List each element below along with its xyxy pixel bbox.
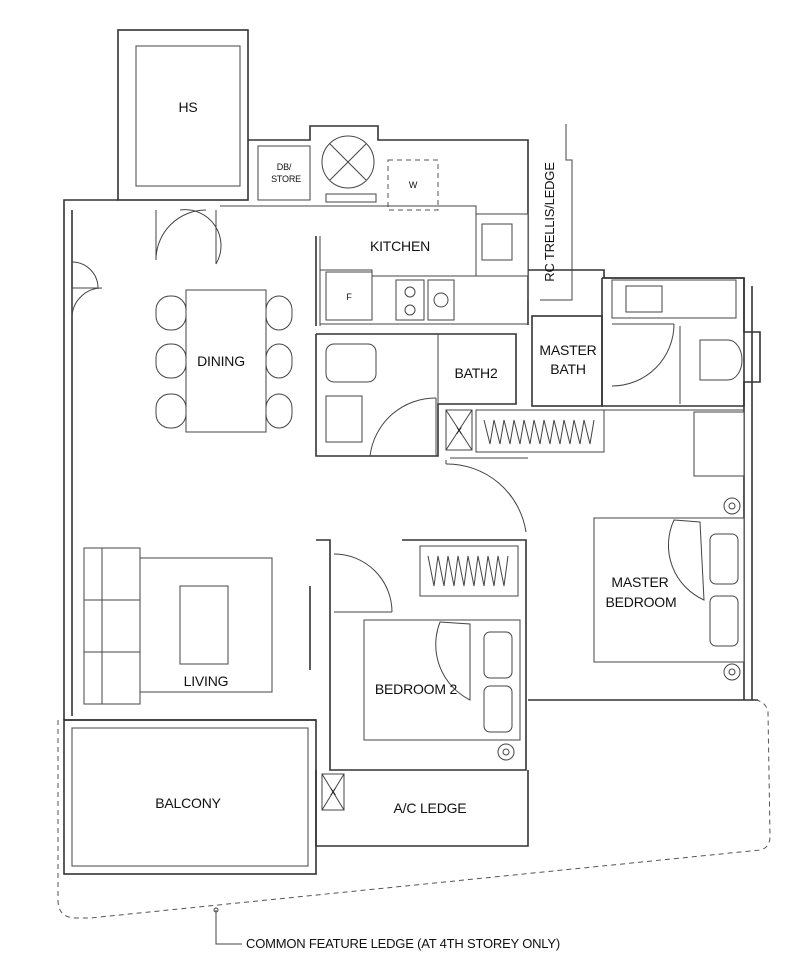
label-kitchen: KITCHEN (370, 238, 430, 254)
label-master-bath-2: BATH (550, 361, 586, 377)
label-shaft-1: X (456, 426, 462, 436)
passage-door (445, 457, 528, 533)
ac-ledge (315, 770, 529, 847)
label-fridge: F (346, 292, 352, 302)
label-balcony: BALCONY (155, 795, 221, 811)
entrance-doors (71, 209, 222, 319)
dining-set (155, 289, 293, 433)
master-bedroom (593, 497, 745, 681)
living (83, 547, 273, 705)
common-feature-ledge (57, 699, 771, 945)
washer-icon (387, 159, 439, 211)
label-master-bedroom-1: MASTER (611, 574, 668, 590)
label-living: LIVING (184, 673, 229, 689)
label-master-bedroom-2: BEDROOM (606, 594, 677, 610)
label-rc-trellis: RC TRELLIS/LEDGE (542, 162, 557, 282)
master-bath (531, 277, 745, 407)
label-washer: W (409, 180, 418, 190)
label-ac-ledge: A/C LEDGE (394, 800, 467, 816)
label-db-store-1: DB/ (277, 162, 292, 172)
label-db-store-2: STORE (271, 174, 301, 184)
bedroom2 (309, 539, 527, 771)
label-shaft-2: X (330, 787, 336, 797)
hs-room (117, 29, 249, 201)
db-store (257, 145, 311, 201)
kitchen (220, 205, 529, 326)
bath2 (315, 333, 517, 457)
label-master-bath-1: MASTER (539, 342, 596, 358)
label-bath2: BATH2 (454, 365, 497, 381)
label-bedroom2: BEDROOM 2 (375, 681, 458, 697)
master-wardrobe (475, 409, 745, 477)
label-dining: DINING (197, 353, 245, 369)
label-common-ledge: COMMON FEATURE LEDGE (AT 4TH STOREY ONLY… (246, 936, 560, 951)
water-heater-icon (321, 135, 377, 203)
label-hs: HS (178, 99, 197, 115)
